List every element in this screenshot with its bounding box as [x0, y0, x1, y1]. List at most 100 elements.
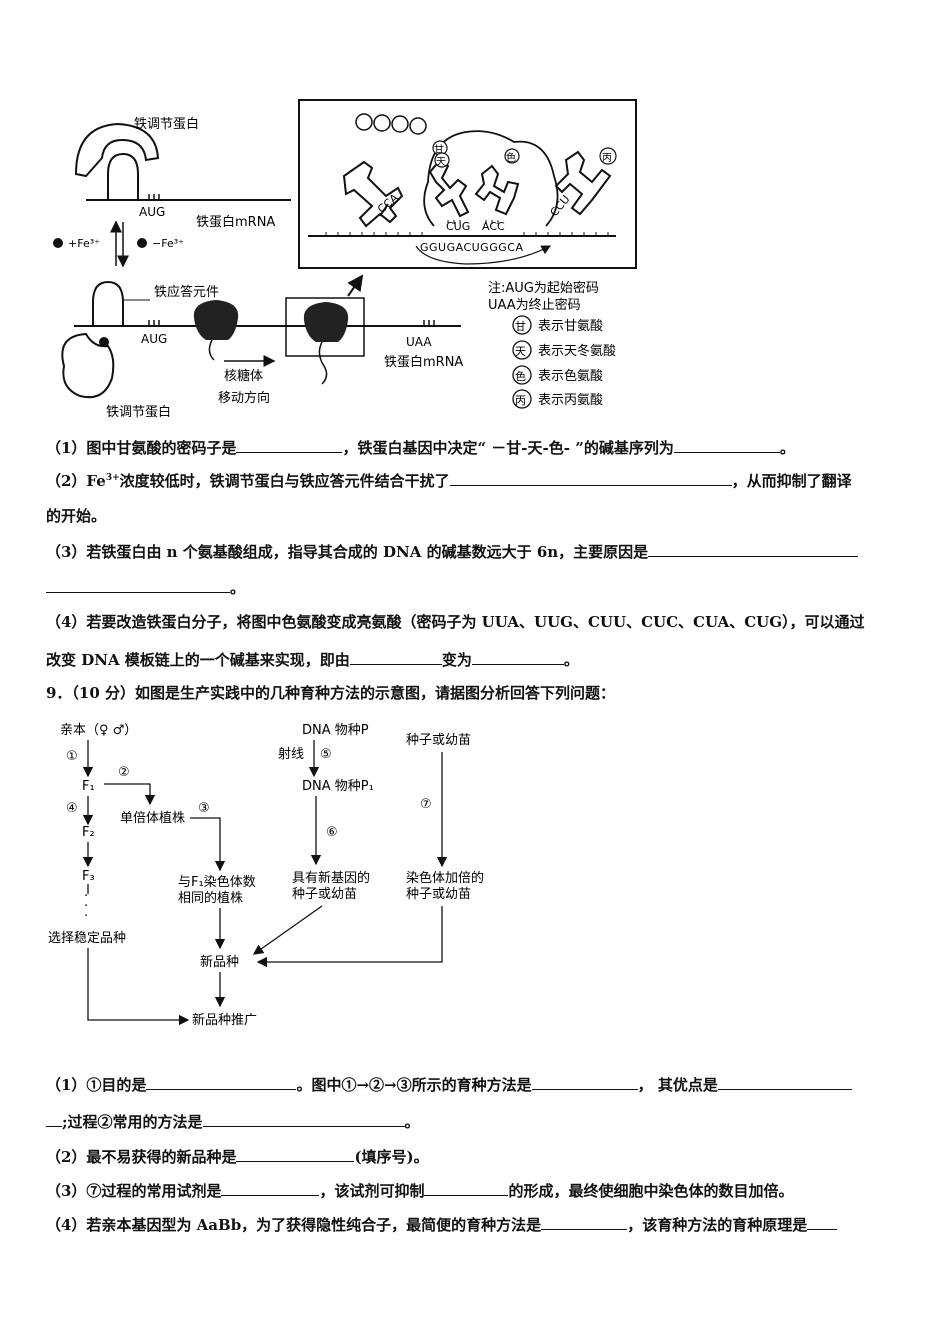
answer-blank[interactable]	[541, 1214, 628, 1230]
q9-p3-text-c: 的形成，最终使细胞中染色体的数目加倍。	[508, 1182, 794, 1200]
fe-dot-left	[53, 238, 63, 248]
aa-trp-circle: 色	[506, 151, 516, 164]
label-aug-top: AUG	[139, 205, 165, 219]
note-text-3: 表示丙氨酸	[538, 393, 603, 408]
answer-blank[interactable]	[46, 577, 230, 593]
anticodon-cug: CUG	[446, 220, 470, 233]
answer-blank[interactable]	[221, 1180, 320, 1196]
node-seed-top: 种子或幼苗	[406, 733, 471, 748]
q8-part4: （4）若要改造铁蛋白分子，将图中色氨酸变成亮氨酸（密码子为 UUA、UUG、CU…	[46, 612, 908, 632]
label-ribosome-dir-2: 移动方向	[218, 390, 270, 406]
label-step7: ⑦	[420, 797, 432, 812]
label-step3: ③	[198, 801, 210, 816]
q8-p2-text-b: 浓度较低时，铁调节蛋白与铁应答元件结合干扰了	[119, 472, 450, 490]
node-dna-p: DNA 物种P	[302, 723, 369, 738]
q8-p4-text-b: 改变 DNA 模板链上的一个碱基来实现，即由	[46, 651, 350, 669]
q8-p1-text-c: 。	[779, 439, 795, 457]
answer-blank[interactable]	[648, 541, 859, 557]
q9-p2-text-b: (填序号)。	[354, 1148, 429, 1166]
q8-part2-cont: 的开始。	[46, 506, 908, 526]
q8-p2-text-d: 的开始。	[46, 507, 107, 525]
q8-part4-cont: 改变 DNA 模板链上的一个碱基来实现，即由 变为 。	[46, 649, 908, 670]
q9-p2-text-a: （2）最不易获得的新品种是	[46, 1148, 237, 1166]
mrna-sequence: GGUGACUGGGCA	[420, 241, 523, 254]
label-ferritin-mrna-bottom: 铁蛋白mRNA	[384, 354, 463, 370]
note-sym-3: 丙	[515, 394, 526, 407]
q9-header-text: 9．（10 分）如图是生产实践中的几种育种方法的示意图，请据图分析回答下列问题：	[46, 684, 616, 702]
answer-blank[interactable]	[717, 1074, 852, 1090]
q9-p1-text-b: 。图中①→②→③所示的育种方法是	[296, 1076, 532, 1094]
anticodon-acc: ACC	[482, 220, 505, 233]
ribosome-1	[193, 300, 239, 340]
note-text-2: 表示色氨酸	[538, 368, 603, 384]
trna-1	[342, 160, 404, 228]
node-doubled-1: 染色体加倍的	[406, 870, 484, 886]
node-same-chrom-2: 相同的植株	[178, 890, 243, 906]
node-f1: F₁	[82, 779, 95, 794]
answer-blank[interactable]	[471, 649, 564, 665]
dot-1: ·	[84, 889, 88, 904]
answer-blank[interactable]	[424, 1180, 509, 1196]
note-line-2: UAA为终止密码	[488, 297, 581, 313]
label-step2: ②	[118, 765, 130, 780]
hairpin-bottom	[92, 280, 124, 326]
highlight-box	[285, 297, 365, 357]
fe-dot-right	[137, 238, 147, 248]
q9-p3-text-b: ，该试剂可抑制	[319, 1182, 425, 1200]
answer-blank[interactable]	[673, 437, 780, 453]
node-dna-p1: DNA 物种P₁	[302, 779, 374, 794]
answer-blank[interactable]	[449, 470, 732, 486]
q8-p4-text-d: 。	[563, 651, 579, 669]
ribosome-outline	[423, 130, 559, 227]
answer-blank[interactable]	[236, 1146, 355, 1162]
answer-blank[interactable]	[531, 1074, 638, 1090]
node-new-variety: 新品种	[200, 954, 239, 970]
answer-blank[interactable]	[349, 649, 442, 665]
label-step4: ④	[66, 801, 78, 816]
note-sym-0: 甘	[515, 320, 526, 333]
label-iron-reg-protein-bottom: 铁调节蛋白	[106, 404, 171, 420]
answer-blank[interactable]	[146, 1074, 297, 1090]
node-same-chrom-1: 与F₁染色体数	[178, 874, 256, 890]
q8-p3-end: 。	[230, 579, 246, 597]
node-new-gene-1: 具有新基因的	[292, 870, 370, 886]
q8-p4-text-c: 变为	[441, 651, 472, 669]
note-text-1: 表示天冬氨酸	[538, 343, 616, 359]
hairpin-top	[107, 152, 139, 200]
label-ribosome-dir-1: 核糖体	[224, 368, 263, 384]
answer-blank[interactable]	[202, 1111, 405, 1127]
label-plus-fe: +Fe³⁺	[68, 237, 100, 250]
q9-part2: （2）最不易获得的新品种是 (填序号)。	[46, 1146, 908, 1167]
answer-blank[interactable]	[807, 1214, 838, 1230]
q9-p4-text-b: ，该育种方法的育种原理是	[627, 1216, 808, 1234]
ribosome-2	[303, 302, 349, 342]
q9-p3-text-a: （3）⑦过程的常用试剂是	[46, 1182, 222, 1200]
trna-3	[474, 164, 520, 216]
label-iron-response-element: 铁应答元件	[154, 284, 219, 300]
aa-ala-circle: 丙	[602, 153, 612, 164]
q9-p1-text-d: ;过程②常用的方法是	[62, 1113, 203, 1131]
q8-p4-text-a: （4）若要改造铁蛋白分子，将图中色氨酸变成亮氨酸（密码子为 UUA、UUG、CU…	[46, 613, 865, 631]
dot-3: ·	[84, 909, 88, 924]
q8-p3-text-a: （3）若铁蛋白由 n 个氨基酸组成，指导其合成的 DNA 的碱基数远大于 6n，…	[46, 543, 649, 561]
aa-gly-circle: 甘	[434, 143, 444, 156]
q9-p1-text-a: （1）①目的是	[46, 1076, 147, 1094]
q9-part1-cont: ;过程②常用的方法是 。	[46, 1111, 908, 1132]
answer-blank[interactable]	[46, 1111, 62, 1127]
label-step6: ⑥	[326, 825, 338, 840]
node-doubled-2: 种子或幼苗	[406, 887, 471, 902]
q8-p2-text-a: （2）Fe	[46, 472, 106, 490]
iron-regulatory-protein-top	[74, 122, 160, 178]
q8-part2: （2）Fe3+浓度较低时，铁调节蛋白与铁应答元件结合干扰了，从而抑制了翻译	[46, 470, 908, 491]
q9-p1-text-e: 。	[404, 1113, 420, 1131]
node-f3: F₃	[82, 869, 95, 884]
answer-blank[interactable]	[236, 437, 343, 453]
node-haploid: 单倍体植株	[120, 811, 185, 826]
node-promotion: 新品种推广	[192, 1012, 257, 1028]
trna-4	[554, 150, 612, 216]
label-minus-fe: −Fe³⁺	[152, 237, 184, 250]
aa-asp-circle: 天	[436, 157, 446, 168]
node-f2: F₂	[82, 825, 95, 840]
label-aug-bottom: AUG	[141, 332, 167, 346]
node-new-gene-2: 种子或幼苗	[292, 887, 357, 902]
